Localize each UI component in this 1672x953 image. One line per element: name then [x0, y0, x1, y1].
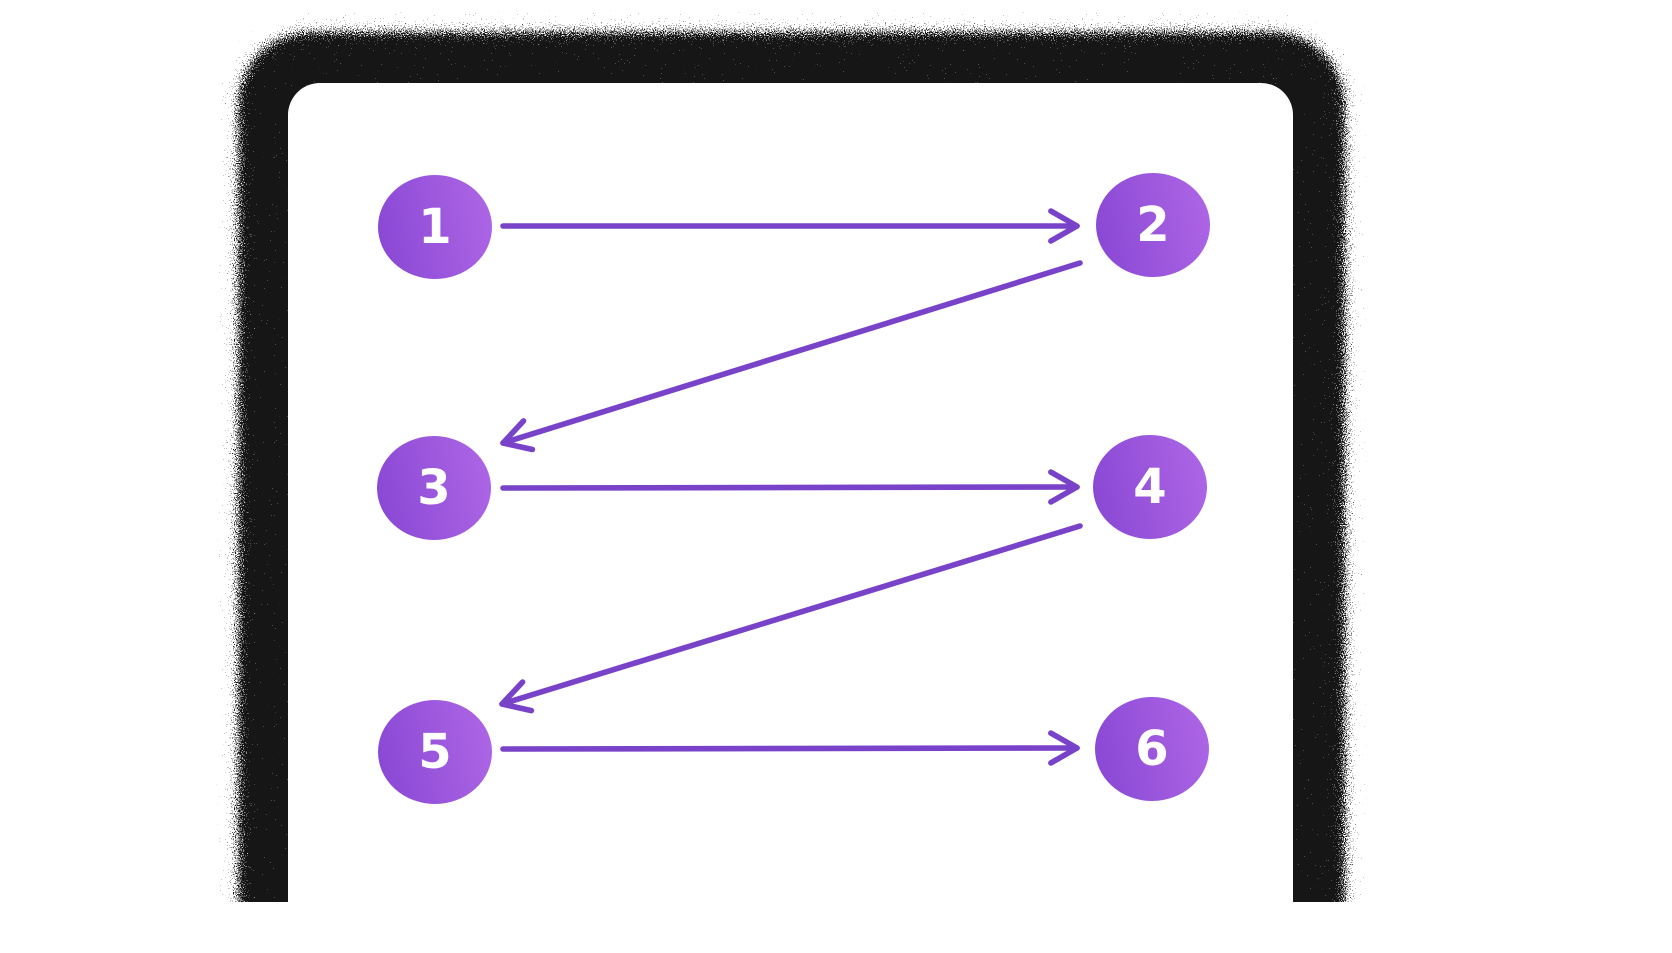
- illustration-stage: 1 2 3 4 5 6: [238, 32, 1345, 902]
- step-node-6: 6: [1095, 697, 1209, 801]
- arrow-5-6: [500, 730, 1080, 766]
- arrow-3-4: [500, 469, 1080, 505]
- step-node-5: 5: [378, 700, 492, 804]
- step-node-2: 2: [1096, 173, 1210, 277]
- arrow-4-5: [499, 523, 1083, 714]
- step-node-1: 1: [378, 175, 492, 279]
- step-node-4: 4: [1093, 435, 1207, 539]
- arrows-layer: [499, 208, 1083, 766]
- step-node-3: 3: [377, 436, 491, 540]
- arrow-2-3: [500, 260, 1083, 453]
